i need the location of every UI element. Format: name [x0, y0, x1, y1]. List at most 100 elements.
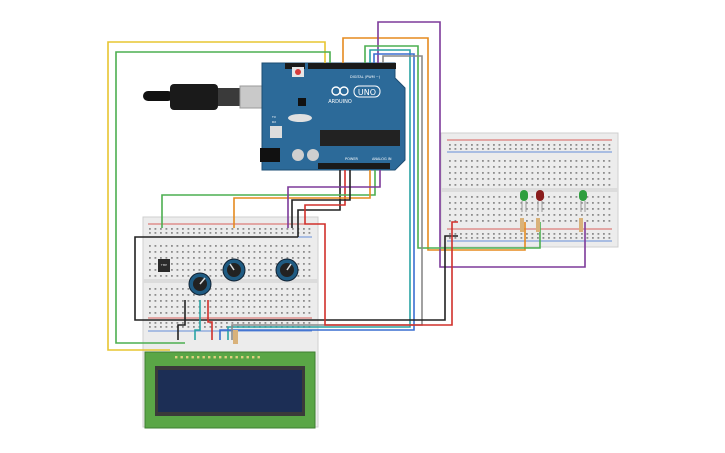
- breadboard-hole: [586, 166, 589, 168]
- breadboard-hole: [204, 232, 206, 234]
- breadboard-hole: [482, 214, 484, 216]
- breadboard-hole: [198, 245, 201, 247]
- breadboard-hole: [308, 300, 311, 302]
- breadboard-hole: [160, 322, 162, 324]
- breadboard-hole: [449, 196, 451, 198]
- breadboard-hole: [526, 178, 528, 180]
- breadboard-hole: [308, 257, 311, 259]
- breadboard-hole: [570, 220, 572, 222]
- breadboard-hole: [586, 237, 589, 239]
- breadboard-hole: [275, 294, 278, 296]
- breadboard-hole: [553, 208, 556, 210]
- breadboard-hole: [292, 232, 294, 234]
- breadboard-hole: [264, 294, 267, 296]
- breadboard-hole: [286, 306, 289, 308]
- breadboard-hole: [297, 322, 300, 324]
- breadboard-hole: [264, 275, 267, 277]
- breadboard-hole: [575, 196, 578, 198]
- breadboard-hole: [460, 233, 462, 235]
- breadboard-hole: [493, 202, 495, 204]
- breadboard-hole: [520, 233, 523, 235]
- breadboard-hole: [165, 251, 168, 253]
- breadboard-hole: [471, 202, 473, 204]
- breadboard-hole: [570, 144, 572, 146]
- breadboard-hole: [553, 214, 556, 216]
- breadboard-hole: [308, 251, 311, 253]
- led-green-1: [520, 190, 528, 212]
- breadboard-hole: [559, 144, 561, 146]
- breadboard-hole: [515, 144, 517, 146]
- breadboard-hole: [504, 148, 506, 150]
- breadboard-hole: [292, 306, 294, 308]
- breadboard-hole: [592, 160, 594, 162]
- breadboard-hole: [542, 202, 545, 204]
- breadboard-hole: [259, 275, 261, 277]
- breadboard-hole: [559, 184, 561, 186]
- breadboard-hole: [597, 220, 600, 222]
- breadboard-hole: [149, 263, 151, 265]
- breadboard-hole: [526, 184, 528, 186]
- breadboard-hole: [465, 178, 468, 180]
- breadboard-hole: [176, 300, 179, 302]
- breadboard-hole: [564, 166, 567, 168]
- potentiometer-2[interactable]: [222, 258, 246, 282]
- breadboard-hole: [303, 322, 305, 324]
- breadboard-hole: [237, 288, 239, 290]
- breadboard-hole: [248, 288, 250, 290]
- breadboard-hole: [559, 220, 561, 222]
- breadboard-hole: [198, 251, 201, 253]
- breadboard-hole: [586, 220, 589, 222]
- breadboard-hole: [515, 196, 517, 198]
- breadboard-hole: [226, 300, 228, 302]
- breadboard-hole: [553, 160, 556, 162]
- breadboard-hole: [220, 288, 223, 290]
- breadboard-hole: [553, 184, 556, 186]
- lcd-pin: [208, 356, 211, 359]
- breadboard-hole: [204, 245, 206, 247]
- breadboard-hole: [193, 322, 195, 324]
- breadboard-hole: [292, 245, 294, 247]
- breadboard-hole: [187, 269, 190, 271]
- potentiometer-3[interactable]: [275, 258, 299, 282]
- breadboard-hole: [154, 251, 157, 253]
- breadboard-hole: [248, 275, 250, 277]
- breadboard-hole: [292, 300, 294, 302]
- breadboard-hole: [603, 202, 605, 204]
- breadboard-hole: [597, 178, 600, 180]
- breadboard-hole: [515, 237, 517, 239]
- breadboard-hole: [193, 294, 195, 296]
- potentiometer-1[interactable]: [188, 272, 212, 296]
- breadboard-hole: [548, 148, 550, 150]
- breadboard-hole: [248, 251, 250, 253]
- breadboard-hole: [160, 326, 162, 328]
- breadboard-hole: [504, 144, 506, 146]
- breadboard-hole: [575, 208, 578, 210]
- wire-green-long: [115, 51, 331, 344]
- breadboard-hole: [154, 294, 157, 296]
- breadboard-hole: [270, 306, 272, 308]
- breadboard-hole: [226, 288, 228, 290]
- breadboard-hole: [476, 148, 479, 150]
- breadboard-hole: [449, 214, 451, 216]
- breadboard-hole: [520, 208, 523, 210]
- breadboard-hole: [281, 232, 283, 234]
- breadboard-hole: [237, 228, 239, 230]
- breadboard-hole: [275, 228, 278, 230]
- breadboard-hole: [498, 202, 501, 204]
- breadboard-hole: [171, 275, 173, 277]
- lcd-pin: [175, 356, 178, 359]
- reset-button[interactable]: [295, 69, 301, 75]
- breadboard-hole: [165, 306, 168, 308]
- breadboard-hole: [308, 294, 311, 296]
- breadboard-hole: [297, 251, 300, 253]
- breadboard-hole: [460, 166, 462, 168]
- breadboard-hole: [603, 237, 605, 239]
- sensor-label: TMP: [160, 263, 167, 267]
- breadboard-hole: [537, 214, 539, 216]
- breadboard-hole: [476, 178, 479, 180]
- breadboard-hole: [575, 202, 578, 204]
- breadboard-hole: [498, 220, 501, 222]
- usb-cable: [143, 84, 271, 110]
- breadboard-hole: [608, 166, 611, 168]
